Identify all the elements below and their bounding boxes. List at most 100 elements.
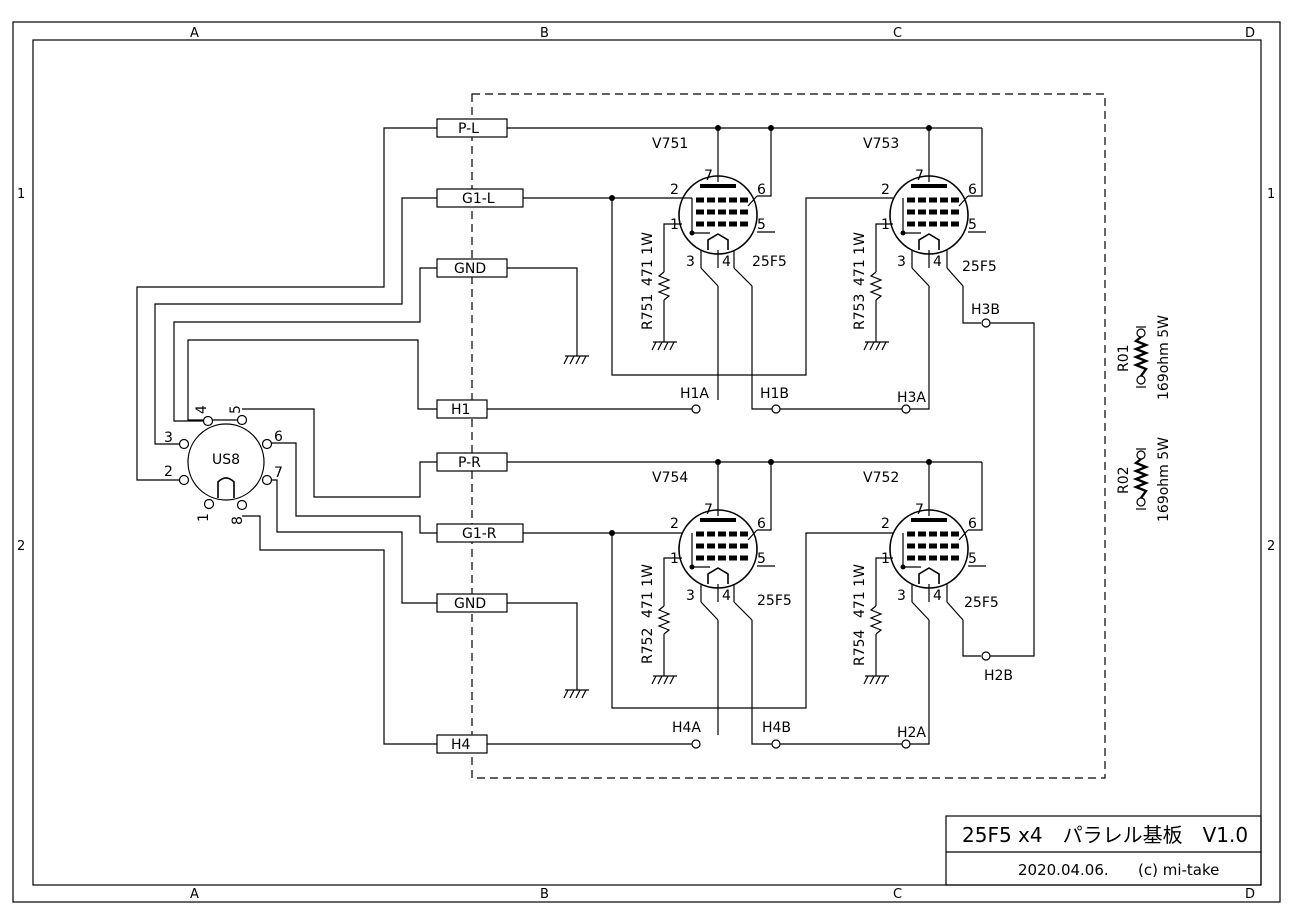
pin-num: 6 xyxy=(968,516,977,532)
ground-icon xyxy=(863,675,889,685)
terminal-blocks: P-L G1-L GND H1 P-R G1-R GND H4 xyxy=(436,118,524,754)
tube-v751 xyxy=(678,175,758,255)
heater-point-labels: H1A H1B H3A H3B H4A H4B H2A H2B xyxy=(672,302,1013,741)
load-resistor-value-r02: 169ohm 5W xyxy=(1156,437,1172,522)
zone-col-b-top: B xyxy=(540,26,549,41)
tube-ref-v752: V752 xyxy=(863,470,899,486)
zone-col-d-bottom: D xyxy=(1245,887,1255,902)
resistor-value-r751: 471 1W xyxy=(640,232,656,286)
terminal-h1: H1 xyxy=(451,402,470,418)
socket-pin-label-8: 8 xyxy=(230,516,246,525)
pin-num: 1 xyxy=(670,551,679,567)
zone-row-2-left: 2 xyxy=(17,539,25,554)
frame-zone-labels: A B C D A B C D 1 2 1 2 xyxy=(17,26,1275,902)
tube-type-v754: 25F5 xyxy=(757,593,792,609)
socket-pin-label-4: 4 xyxy=(194,405,210,414)
terminal-g1-r: G1-R xyxy=(462,526,497,542)
octal-socket-us8: US8 1 2 3 4 5 6 7 8 xyxy=(164,405,283,525)
connector-ref: US8 xyxy=(212,452,240,468)
wiring-top-half xyxy=(487,127,1035,657)
pin-num: 5 xyxy=(968,217,977,233)
pin-num: 4 xyxy=(722,254,731,270)
resistor-ref-r754: R754 xyxy=(852,629,868,666)
cathode-resistor-labels: R751 471 1W R753 471 1W R752 471 1W R754… xyxy=(640,232,868,666)
terminal-p-l: P-L xyxy=(458,121,479,137)
tube-v754 xyxy=(678,509,758,589)
drawing-frame xyxy=(12,21,1281,903)
resistor-value-r752: 471 1W xyxy=(640,564,656,618)
pin-num: 3 xyxy=(686,588,695,604)
ground-icon xyxy=(651,341,677,351)
heater-label-h1b: H1B xyxy=(760,386,789,402)
socket-pin-label-5: 5 xyxy=(228,405,244,414)
pin-num: 6 xyxy=(757,182,766,198)
pin-num: 7 xyxy=(704,502,713,518)
drawing-author: (c) mi-take xyxy=(1138,861,1219,879)
socket-pin-5 xyxy=(236,414,248,426)
title-block: 25F5 x4 パラレル基板 V1.0 2020.04.06. (c) mi-t… xyxy=(945,815,1262,886)
socket-pin-8 xyxy=(236,499,248,511)
load-resistor-ref-r01: R01 xyxy=(1116,344,1132,372)
wiring-bottom-half xyxy=(487,461,986,745)
drawing-date: 2020.04.06. xyxy=(1018,861,1109,879)
junction-dots xyxy=(609,125,932,570)
tube-ref-v754: V754 xyxy=(652,470,688,486)
socket-pin-label-6: 6 xyxy=(274,429,283,445)
resistor-ref-r752: R752 xyxy=(640,628,656,664)
socket-pin-label-2: 2 xyxy=(164,464,173,480)
tube-type-v751: 25F5 xyxy=(752,254,787,270)
terminal-gnd-top: GND xyxy=(454,261,486,277)
pin-num: 7 xyxy=(915,502,924,518)
heater-label-h2b: H2B xyxy=(984,668,1013,684)
tube-v753 xyxy=(889,175,969,255)
pin-num: 2 xyxy=(881,516,890,532)
tube-type-v753: 25F5 xyxy=(962,259,997,275)
pin-num: 2 xyxy=(670,182,679,198)
pin-num: 7 xyxy=(704,168,713,184)
zone-col-c-top: C xyxy=(893,26,902,41)
pin-num: 4 xyxy=(933,254,942,270)
pin-num: 1 xyxy=(670,217,679,233)
socket-pin-7 xyxy=(261,474,273,486)
load-resistor-r01: R01 169ohm 5W xyxy=(1116,315,1172,400)
socket-pin-3 xyxy=(178,438,190,450)
heater-test-points xyxy=(691,318,991,749)
heater-label-h4a: H4A xyxy=(672,720,701,736)
zone-row-1-right: 1 xyxy=(1267,187,1275,202)
ground-symbols xyxy=(563,341,889,699)
zone-col-c-bottom: C xyxy=(893,887,902,902)
zone-col-a-top: A xyxy=(190,26,199,41)
resistor-value-r754: 471 1W xyxy=(852,564,868,618)
pin-num: 5 xyxy=(968,551,977,567)
tube-pin-numbers: 2 7 6 1 5 3 4 2 7 6 1 5 3 4 2 7 6 1 5 3 … xyxy=(670,168,977,604)
load-resistor-r02: R02 169ohm 5W xyxy=(1116,437,1172,522)
pin-num: 3 xyxy=(897,254,906,270)
heater-label-h4b: H4B xyxy=(762,720,791,736)
socket-pin-label-1: 1 xyxy=(196,513,212,522)
pin-num: 7 xyxy=(915,168,924,184)
pin-num: 2 xyxy=(670,516,679,532)
resistor-ref-r753: R753 xyxy=(852,294,868,330)
pin-num: 6 xyxy=(757,516,766,532)
ground-icon xyxy=(563,689,589,699)
pin-num: 3 xyxy=(686,254,695,270)
zone-row-2-right: 2 xyxy=(1267,539,1275,554)
socket-pin-4 xyxy=(202,415,214,427)
board-outline xyxy=(471,93,1106,779)
zone-col-b-bottom: B xyxy=(540,887,549,902)
pin-num: 2 xyxy=(881,182,890,198)
wiring-connector-to-terminals xyxy=(136,127,437,745)
heater-label-h3a: H3A xyxy=(897,390,926,406)
socket-pin-1 xyxy=(203,498,215,510)
zone-row-1-left: 1 xyxy=(17,187,25,202)
pin-num: 3 xyxy=(897,588,906,604)
socket-pin-label-3: 3 xyxy=(164,430,173,446)
tube-ref-v751: V751 xyxy=(652,136,688,152)
resistor-value-r753: 471 1W xyxy=(852,232,868,286)
zone-col-a-bottom: A xyxy=(190,887,199,902)
pin-num: 1 xyxy=(881,217,890,233)
terminal-h4: H4 xyxy=(451,737,471,753)
ground-icon xyxy=(563,355,589,365)
terminal-p-r: P-R xyxy=(458,455,481,471)
